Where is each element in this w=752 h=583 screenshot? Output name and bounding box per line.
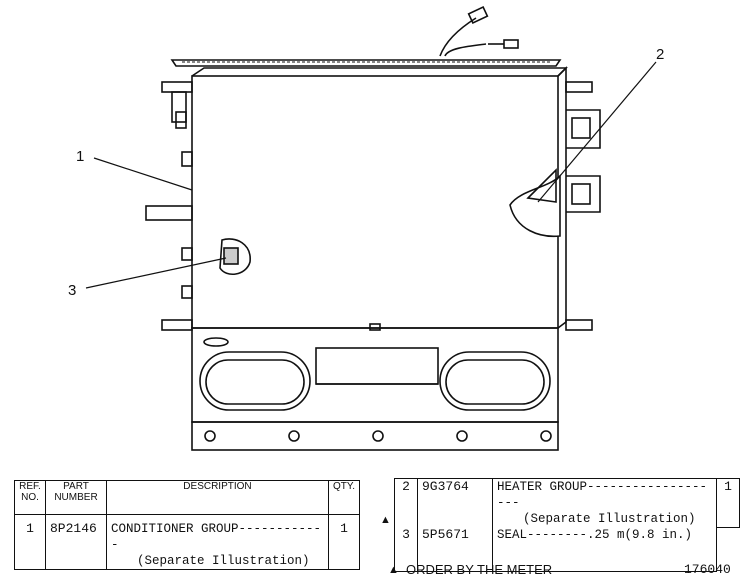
ref-no: 2 <box>394 478 418 527</box>
header-part-number: PART NUMBER <box>45 480 107 515</box>
parts-table-right: 2 9G3764 HEATER GROUP-------------------… <box>394 478 740 572</box>
table-row: 2 9G3764 HEATER GROUP-------------------… <box>394 478 740 528</box>
callout-1: 1 <box>76 148 85 165</box>
parts-table-left: REF. NO. PART NUMBER DESCRIPTION QTY. 1 … <box>14 480 361 570</box>
description-sub: (Separate Illustration) <box>523 512 696 526</box>
qty: 1 <box>716 478 740 528</box>
qty <box>716 527 740 571</box>
footnote-text: ORDER BY THE METER <box>406 562 553 577</box>
callout-3: 3 <box>68 282 77 299</box>
part-number: 5P5671 <box>417 527 493 572</box>
header-ref-no: REF. NO. <box>14 480 46 515</box>
header-description: DESCRIPTION <box>106 480 329 515</box>
description-cell: CONDITIONER GROUP------------ (Separate … <box>106 514 329 570</box>
ref-no: 3 <box>394 527 418 572</box>
parts-illustration <box>85 6 657 451</box>
header-qty: QTY. <box>327 480 361 515</box>
description: HEATER GROUP------------------- <box>497 480 708 510</box>
ref-no: 1 <box>14 514 46 570</box>
description-sub: (Separate Illustration) <box>137 554 310 568</box>
footnote-marker: ▲ <box>388 564 399 576</box>
qty: 1 <box>327 514 361 570</box>
illustration-number: 176040 <box>684 562 731 577</box>
order-marker: ▲ <box>380 514 391 526</box>
part-number: 8P2146 <box>45 514 107 570</box>
part-number: 9G3764 <box>417 478 493 527</box>
description-cell: HEATER GROUP------------------- (Separat… <box>492 478 717 527</box>
table-row: 3 5P5671 SEAL--------.25 m(9.8 in.) <box>394 527 740 572</box>
description: SEAL--------.25 m(9.8 in.) <box>492 527 717 572</box>
callout-2: 2 <box>656 46 665 63</box>
description: CONDITIONER GROUP------------ <box>111 522 322 552</box>
table-row: 1 8P2146 CONDITIONER GROUP------------ (… <box>14 514 361 570</box>
